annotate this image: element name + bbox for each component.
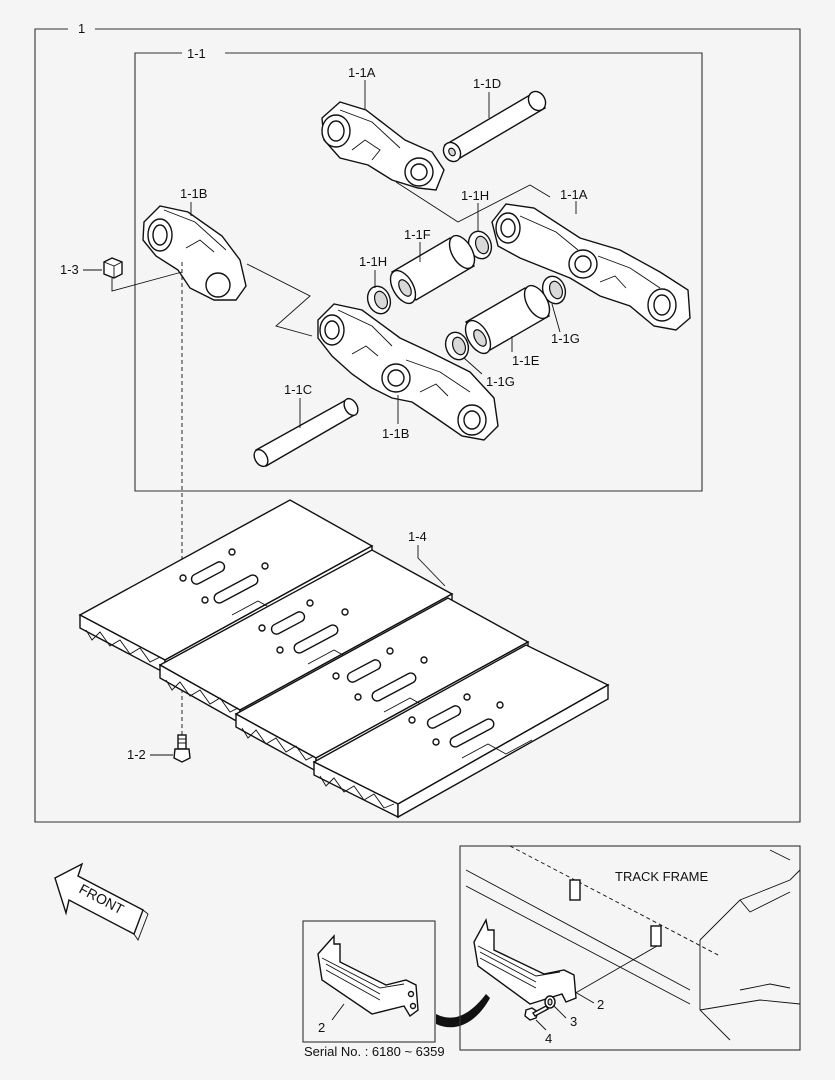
bush-1-1f [389,234,476,305]
pin-1-1c [253,397,359,468]
bush-1-1e [464,284,551,355]
front-arrow-icon: FRONT [54,862,149,941]
label-1-1g-right: 1-1G [551,331,580,346]
label-1-1h-upper: 1-1H [461,188,489,203]
label-1-4: 1-4 [408,529,427,544]
seal-1-1g-bottom [444,331,470,361]
guard-bolt-4 [524,1005,550,1021]
label-1-1b-bottom: 1-1B [382,426,409,441]
link-1-1b-left [142,205,247,301]
link-assembly-frame [134,52,703,492]
serial-detail-frame [302,920,436,1043]
washer-3 [544,995,556,1009]
link-1-1b-bottom [317,303,499,441]
assembly-label: 1 [78,21,85,36]
label-1-1f: 1-1F [404,227,431,242]
label-1-1c: 1-1C [284,382,312,397]
link-1-1a-top [321,101,445,191]
assembly-frame [34,28,801,823]
label-guard-installed-2: 2 [597,997,604,1012]
guard-part-2-installed [473,917,577,1005]
shoe-1-4 [78,499,610,819]
label-washer-3: 3 [570,1014,577,1029]
label-1-1e: 1-1E [512,353,540,368]
link-1-1a-right [491,203,691,331]
install-arrow-icon [436,994,490,1028]
label-1-1g-bottom: 1-1G [486,374,515,389]
track-frame-label: TRACK FRAME [615,869,709,884]
serial-note: Serial No. : 6180 ~ 6359 [304,1044,445,1059]
label-1-2: 1-2 [127,747,146,762]
label-bolt-4: 4 [545,1031,552,1046]
label-1-1d: 1-1D [473,76,501,91]
label-1-1h-left: 1-1H [359,254,387,269]
pin-1-1d [442,90,547,163]
label-1-1a-right: 1-1A [560,187,588,202]
label-1-1a-top: 1-1A [348,65,376,80]
link-assembly-label: 1-1 [187,46,206,61]
label-1-3: 1-3 [60,262,79,277]
guard-part-2 [317,934,419,1018]
nut-1-3 [103,257,123,279]
label-guard-2: 2 [318,1020,325,1035]
track-frame [465,845,801,1041]
label-1-1b-left: 1-1B [180,186,207,201]
seal-1-1g-right [541,275,567,305]
track-frame-detail-frame [459,845,801,1051]
bolt-1-2 [173,734,191,763]
seal-1-1h-left [366,285,392,315]
